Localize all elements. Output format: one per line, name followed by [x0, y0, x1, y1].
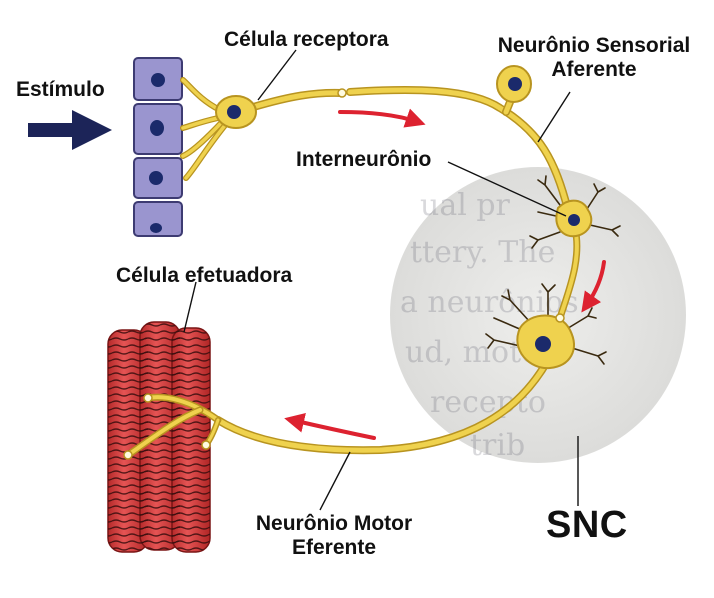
receptor-cell-label: Célula receptora [224, 28, 389, 51]
cns-label: SNC [546, 504, 628, 546]
interneuron [529, 175, 621, 249]
arrow-right-icon [28, 110, 112, 150]
synapse-terminal [555, 313, 565, 323]
sensory-neuron-label: Neurônio Sensorial Aferente [488, 34, 700, 82]
curved-arrow-icon [284, 108, 606, 440]
motor-neuron-label-line1: Neurônio Motor [255, 512, 413, 535]
motor-neuron-nucleus [535, 336, 551, 352]
sensory-neuron-label-line2: Aferente [551, 58, 637, 81]
cns-region: ual pr ttery. The a neurônios ud, motor … [390, 167, 686, 463]
leader-lines [183, 49, 579, 511]
sensory-neuron-label-line1: Neurônio Sensorial [497, 34, 691, 57]
effector-muscle [107, 321, 211, 553]
motor-neuron-label: Neurônio Motor Eferente [246, 512, 422, 560]
stimulus-label: Estímulo [16, 78, 105, 101]
motor-neuron-dendrites [485, 283, 607, 365]
svg-text:ttery. The: ttery. The [410, 235, 555, 270]
receptor-cell [215, 88, 347, 129]
sensory-neuron-soma [496, 65, 532, 103]
motor-neuron-label-line2: Eferente [291, 536, 377, 559]
receptor-epithelium [133, 57, 183, 237]
effector-cell-label: Célula efetuadora [116, 264, 293, 287]
svg-text:ual pr: ual pr [420, 188, 511, 223]
svg-text:a neurônios: a neurônios [400, 285, 579, 320]
motor-end-plates [123, 393, 211, 460]
interneuron-nucleus [568, 214, 580, 226]
interneuron-label: Interneurônio [296, 148, 432, 171]
svg-text:trib: trib [470, 428, 525, 463]
